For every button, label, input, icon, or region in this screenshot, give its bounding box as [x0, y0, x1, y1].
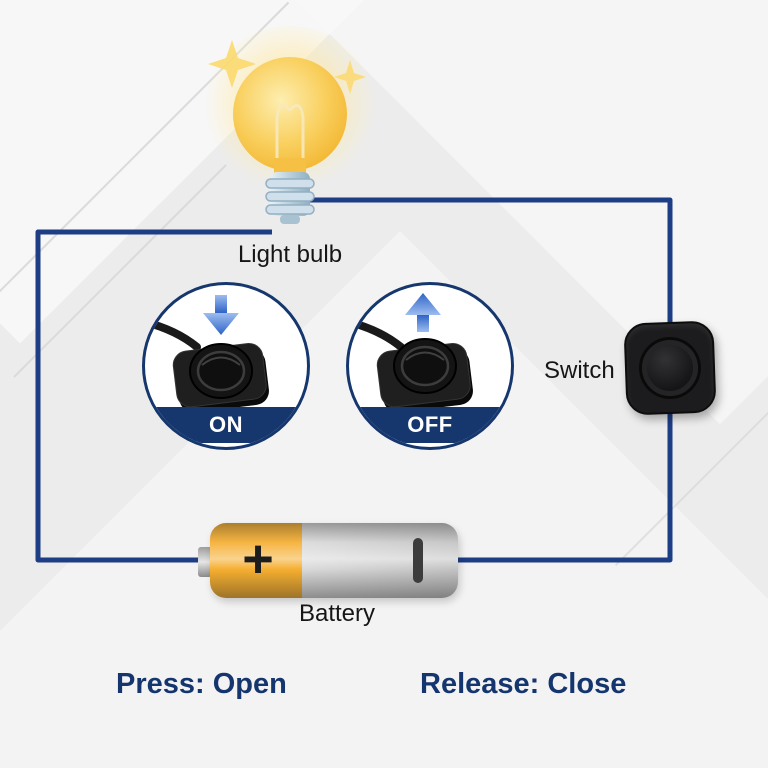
off-label: OFF	[407, 412, 453, 437]
press-caption: Press: Open	[116, 668, 287, 700]
battery-body: +	[210, 523, 458, 598]
battery-icon: +	[198, 523, 460, 598]
switch-off-illustration: OFF	[346, 282, 514, 450]
off-banner: OFF	[349, 407, 511, 443]
switch-button-ring	[400, 345, 450, 387]
switch-on-illustration: ON	[142, 282, 310, 450]
switch-button-ring	[196, 350, 246, 392]
on-banner: ON	[145, 407, 307, 443]
switch-button-icon	[641, 339, 699, 397]
button-highlight	[201, 356, 241, 366]
push-button-switch	[623, 320, 717, 416]
battery-label: Battery	[298, 600, 376, 627]
battery-negative-mark	[413, 538, 423, 583]
switch-label: Switch	[544, 357, 615, 384]
battery-terminal-nub	[198, 547, 212, 577]
release-caption: Release: Close	[420, 668, 627, 700]
pressed-switch-graphic	[145, 295, 269, 413]
down-arrow-icon	[203, 295, 239, 335]
switch-cable	[145, 317, 201, 351]
light-bulb-label: Light bulb	[237, 241, 343, 268]
released-switch-graphic	[349, 293, 473, 413]
button-highlight	[405, 351, 445, 361]
battery-positive-mark: +	[242, 529, 274, 589]
on-label: ON	[209, 412, 243, 437]
up-arrow-icon	[405, 293, 441, 332]
light-bulb-icon	[204, 26, 376, 224]
switch-cable	[349, 317, 405, 351]
